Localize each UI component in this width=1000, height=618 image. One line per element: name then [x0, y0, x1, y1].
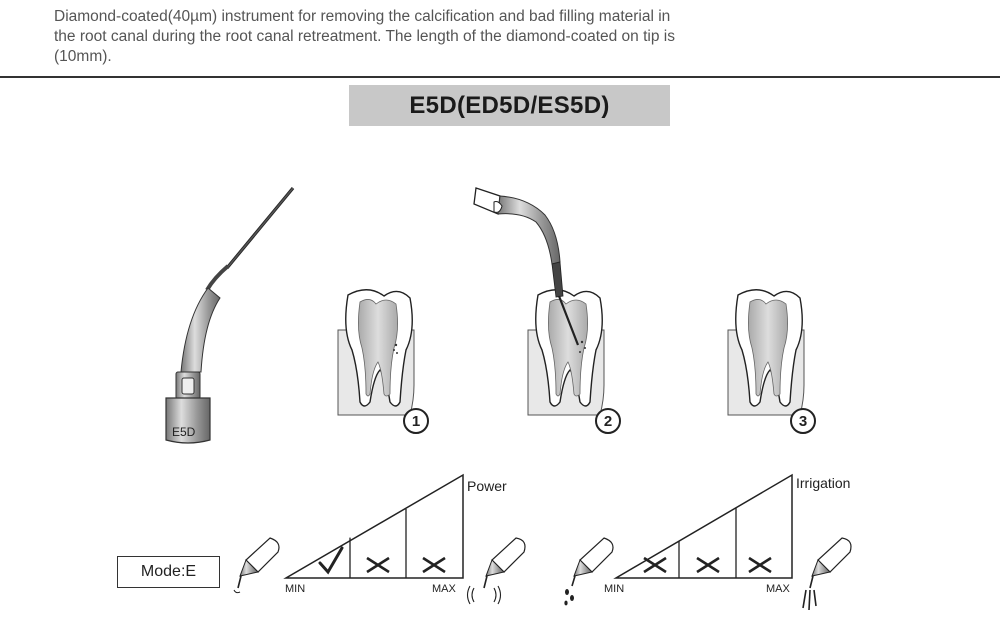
cross-icon [643, 556, 667, 574]
irrigation-min-label: MIN [604, 583, 625, 595]
vibration-icon [466, 585, 502, 605]
step-number-2: 2 [595, 408, 621, 434]
cross-icon [696, 556, 720, 574]
step-number-1: 1 [403, 408, 429, 434]
tooth-icon [337, 289, 415, 416]
handpiece-icon [233, 537, 280, 594]
title-banner: E5D(ED5D/ES5D) [349, 85, 670, 126]
tip-model-label: E5D [172, 425, 196, 439]
mode-box: Mode:E [117, 556, 220, 588]
irrigation-max-label: MAX [766, 583, 790, 595]
cross-icon [748, 556, 772, 574]
tooth-icon [727, 289, 805, 416]
handpiece-icon [809, 537, 852, 589]
cross-icon [366, 556, 390, 574]
tooth-icon [527, 289, 605, 416]
power-scale [283, 473, 464, 579]
water-drop-icon [802, 589, 817, 611]
tip-e5d-drawing [165, 186, 295, 444]
power-min-label: MIN [285, 583, 306, 595]
irrigation-scale [613, 473, 793, 579]
step-number-3: 3 [790, 408, 816, 434]
handpiece-icon [483, 537, 526, 589]
header-divider [0, 76, 1000, 78]
irrigation-label: Irrigation [796, 475, 851, 491]
mode-label: Mode:E [140, 563, 197, 580]
power-label: Power [467, 478, 507, 494]
handpiece-icon [473, 187, 580, 346]
power-max-label: MAX [432, 583, 456, 595]
product-title: E5D(ED5D/ES5D) [409, 91, 610, 119]
instrument-description: Diamond-coated(40µm) instrument for remo… [54, 8, 675, 65]
check-icon [318, 546, 344, 575]
water-drop-icon [564, 589, 574, 606]
cross-icon [422, 556, 446, 574]
handpiece-icon [571, 537, 614, 587]
